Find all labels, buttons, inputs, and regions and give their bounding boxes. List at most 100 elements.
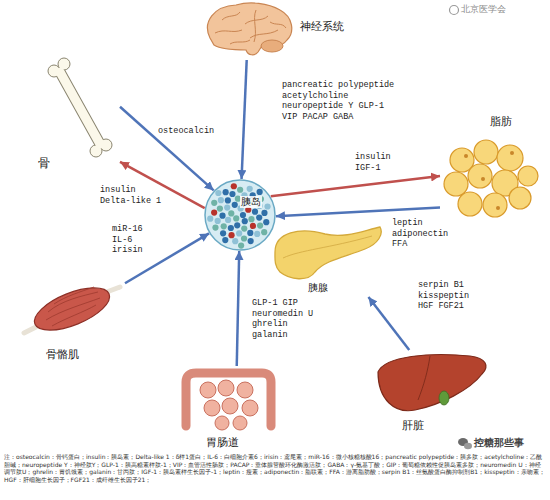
watermark-icons-part [450,6,459,15]
intestine-illustration-part [204,400,220,416]
organ-node: 脂肪 [440,112,540,222]
arrow-connector [125,233,209,283]
muscle-illustration-part [46,287,100,326]
organ-label: 骨 [38,156,50,170]
factor-list: leptin adiponectin FFA [392,218,449,250]
muscle-illustration-part [29,279,115,339]
intestine-illustration [186,373,271,430]
islet-cell [257,222,263,228]
islet-cell [228,210,234,216]
islet-cell [215,218,221,224]
brain-illustration-part [261,40,283,52]
fat-cells-illustration-part [509,187,531,209]
muscle-illustration [24,279,120,339]
organ-node: 骨骼肌 [20,270,125,365]
arrow-connector [237,251,239,366]
islet-cell [233,215,239,221]
factor-list: serpin B1 kisspeptin HGF FGF21 [418,280,470,312]
islet-cell [211,200,217,206]
islet-cell [257,189,263,195]
fat-cells-illustration-part [510,151,514,155]
islet-cell [215,190,221,196]
islet-cell [217,205,223,211]
fat-cells-illustration-part [468,164,492,188]
islet-cell [221,223,227,229]
pancreas-illustration-part [283,236,372,258]
islet-circle: 胰岛 [204,179,276,251]
islet-cell [247,230,253,236]
islet-cell [232,202,238,208]
organ-node: 肝脏 [372,350,490,435]
organ-label: 骨骼肌 [46,348,79,361]
intestine-illustration-part [242,400,258,416]
islet-cell [218,197,224,203]
fat-cells-illustration-part [464,154,468,158]
islet-cell [242,218,248,224]
fat-cells-illustration-part [497,145,523,171]
fat-cells-illustration-part [474,140,498,164]
arrow-connector [276,208,440,217]
intestine-illustration-part [222,398,238,414]
islet-cell [240,212,246,218]
islet-illustration [205,180,275,250]
fat-cells-illustration-part [496,206,500,210]
watermark-icons-part [464,443,472,449]
arrow-connector [368,297,409,350]
islet-cell [261,229,267,235]
intestine-illustration-part [215,416,229,430]
fat-cells-illustration-part [481,177,485,181]
factor-list: insulin IGF-1 [355,152,392,173]
islet-cell [237,187,243,193]
organ-node: 骨 [30,58,120,173]
pancreas-illustration [275,227,381,279]
islet-cell [247,186,253,192]
islet-cell [222,237,228,243]
islet-cell [219,213,225,219]
islet-cell [241,225,247,231]
islet-cells [207,183,270,249]
footnote: 注：osteocalcin：骨钙蛋白；insulin：胰岛素；Delta-lik… [4,453,546,483]
islet-cell [252,209,258,215]
organ-label: 胃肠道 [206,436,239,449]
organ-label: 胰腺 [308,282,328,294]
islet-cell [256,214,262,220]
islet-cell [212,224,218,230]
islet-cell [228,225,234,231]
factor-list: miR-16 IL-6 irisin [112,224,144,256]
brain-illustration-part [208,3,292,55]
liver-illustration-part [439,391,449,405]
islet-cell [241,235,247,241]
watermark: 控糖那些事 [474,437,524,449]
fat-cells-illustration-part [444,172,468,196]
islet-cell [248,216,254,222]
liver-illustration-part [418,356,430,400]
islet-cell [211,210,217,216]
intestine-illustration-part [200,380,258,430]
watermark-icons [450,6,473,450]
fat-cells-illustration-part [483,193,507,217]
islet-illustration-part [205,180,275,250]
islet-cell [231,183,237,189]
islet-cell [263,219,269,225]
organ-node: 神经系统 [200,0,360,60]
intestine-illustration-part [186,373,271,426]
organ-label: 胰岛 [240,196,262,208]
islet-cell [234,222,240,228]
organ-label: 肝脏 [402,419,424,432]
factor-list: insulin Delta-like 1 [100,185,162,206]
islet-cell [254,231,260,237]
organ-label: 神经系统 [300,20,344,33]
connectors [120,60,440,366]
islet-cell [224,204,230,210]
pancreas-illustration-part [275,227,381,279]
arrow-connector [242,60,247,179]
intestine-illustration-part [200,382,216,398]
watermark: 北京医学会 [461,4,506,15]
intestine-illustration-part [218,380,234,396]
islet-cell [238,242,244,248]
liver-illustration-part [378,355,486,411]
organ-node: 胰腺 [270,222,385,297]
fat-cells-illustration-part [518,166,538,186]
islet-cell [264,203,270,209]
